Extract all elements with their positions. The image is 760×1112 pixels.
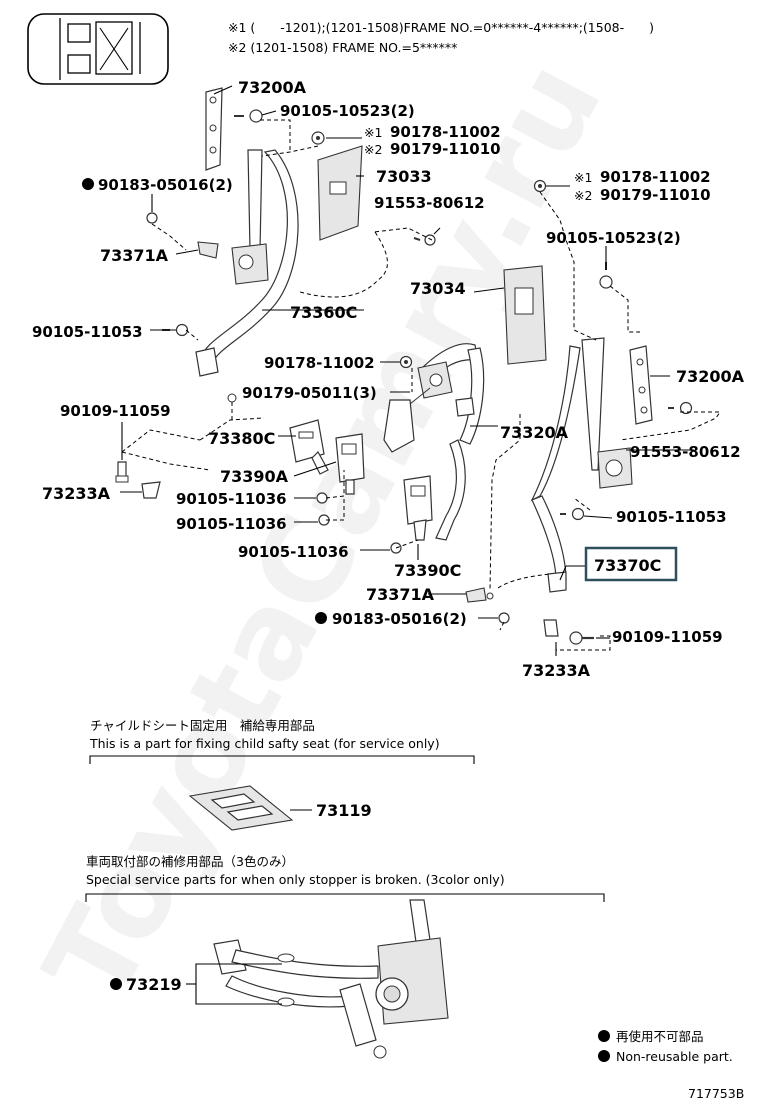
legend-text-en: Non-reusable part. — [616, 1049, 733, 1064]
bolt-90179-05011 — [227, 393, 237, 403]
part-label-90179-05011[interactable]: 90179-05011(3) — [242, 384, 377, 402]
shoulder-anchor-adjuster-left — [205, 87, 223, 171]
buckle-73390a — [335, 433, 365, 495]
screw-91553-right — [668, 401, 693, 415]
anchor-cover-73371a-top — [197, 241, 219, 259]
part-label-90179-top[interactable]: 90179-11010 — [390, 140, 501, 158]
stopper-section: 車両取付部の補修用部品（3色のみ） Special service parts … — [85, 854, 605, 1059]
part-label-73370c[interactable]: 73370C — [594, 556, 661, 575]
shoulder-anchor-adjuster-right — [629, 345, 653, 425]
part-label-73200a-right[interactable]: 73200A — [676, 367, 745, 386]
nut-90183-bottom — [498, 612, 510, 624]
legend-non-reusable-dot-1 — [598, 1030, 610, 1042]
leader-lines — [120, 85, 694, 656]
part-label-73320a[interactable]: 73320A — [500, 423, 569, 442]
diagram-code: 717753B — [688, 1086, 744, 1101]
bolt-top-left — [234, 109, 263, 123]
child-seat-section: チャイルドシート固定用 補給専用部品 This is a part for fi… — [89, 718, 475, 831]
bolt-90109-left — [115, 461, 129, 483]
part-label-73033[interactable]: 73033 — [376, 167, 432, 186]
part-label-73034[interactable]: 73034 — [410, 279, 466, 298]
outer-belt-right-73370c — [530, 337, 633, 593]
part-label-90105-11053-left[interactable]: 90105-11053 — [32, 323, 143, 341]
vehicle-seat-layout-icon — [27, 13, 169, 85]
part-label-90109-left[interactable]: 90109-11059 — [60, 402, 171, 420]
part-label-90105-11036-b[interactable]: 90105-11036 — [176, 515, 287, 533]
child-seat-caption-jp: チャイルドシート固定用 補給専用部品 — [90, 718, 315, 733]
non-reusable-marker-73219 — [110, 978, 122, 990]
part-label-91553-top[interactable]: 91553-80612 — [374, 194, 485, 212]
buckle-73380c — [289, 419, 329, 475]
part-label-73233a-left[interactable]: 73233A — [42, 484, 111, 503]
mark-note2-b: ※2 — [574, 188, 592, 203]
mark-note1-b: ※1 — [574, 170, 592, 185]
part-label-73360c[interactable]: 73360C — [290, 303, 357, 322]
bolt-90109-right — [569, 631, 594, 645]
part-label-73200a-top[interactable]: 73200A — [238, 78, 307, 97]
buckle-73390c — [403, 475, 433, 541]
center-pillar-panel-73034 — [503, 265, 547, 365]
legend: 再使用不可部品 Non-reusable part. — [598, 1029, 733, 1064]
stopper-caption-en: Special service parts for when only stop… — [86, 872, 505, 887]
legend-non-reusable-dot-2 — [598, 1050, 610, 1062]
stopper-caption-jp: 車両取付部の補修用部品（3色のみ） — [86, 854, 294, 869]
part-label-90105-10523-top[interactable]: 90105-10523(2) — [280, 102, 415, 120]
frame-note-1: ※1 ( -1201);(1201-1508)FRAME NO.=0******… — [228, 20, 654, 35]
bolt-90105-11053-right — [560, 507, 585, 521]
nut-90183-left — [146, 212, 158, 224]
part-label-90105-11036-c[interactable]: 90105-11036 — [238, 543, 349, 561]
part-label-73219[interactable]: 73219 — [126, 975, 182, 994]
child-seat-caption-en: This is a part for fixing child safty se… — [89, 736, 440, 751]
part-label-90178-mid[interactable]: 90178-11002 — [264, 354, 375, 372]
anchor-cover-73371a-bottom — [465, 587, 494, 603]
part-label-73119[interactable]: 73119 — [316, 801, 372, 820]
part-label-90105-11053-right[interactable]: 90105-11053 — [616, 508, 727, 526]
screw-91553-top — [413, 234, 436, 246]
anchor-cover-73233a-right — [543, 619, 559, 637]
part-label-73233a-right[interactable]: 73233A — [522, 661, 591, 680]
frame-note-2: ※2 (1201-1508) FRAME NO.=5****** — [228, 40, 457, 55]
part-label-90178-top[interactable]: 90178-11002 — [390, 123, 501, 141]
outer-belt-left — [195, 149, 299, 377]
part-label-73380c[interactable]: 73380C — [208, 429, 275, 448]
nut-90178-mid — [399, 355, 413, 369]
part-label-90105-11036-a[interactable]: 90105-11036 — [176, 490, 287, 508]
center-belt-73320a — [383, 343, 485, 541]
part-label-90179-right[interactable]: 90179-11010 — [600, 186, 711, 204]
part-label-91553-right[interactable]: 91553-80612 — [630, 443, 741, 461]
part-label-73390c[interactable]: 73390C — [394, 561, 461, 580]
mark-note2-a: ※2 — [364, 142, 382, 157]
anchor-cover-73233a-left — [141, 481, 161, 499]
non-reusable-marker-90183-top — [82, 178, 94, 190]
pillar-cover-73033 — [317, 145, 363, 241]
part-labels: 73200A 90105-10523(2) ※1 90178-11002 ※2 … — [32, 78, 745, 680]
nut-90178-right — [533, 179, 547, 193]
nut-top-left — [311, 131, 325, 145]
part-label-90109-right[interactable]: 90109-11059 — [612, 628, 723, 646]
legend-text-jp: 再使用不可部品 — [616, 1029, 704, 1044]
part-label-73390a[interactable]: 73390A — [220, 467, 289, 486]
assembly-boundary-lines — [121, 119, 721, 651]
belt-stopper-illustration — [213, 899, 449, 1059]
part-label-90183-bottom[interactable]: 90183-05016(2) — [332, 610, 467, 628]
mark-note1-a: ※1 — [364, 125, 382, 140]
part-label-90178-right[interactable]: 90178-11002 — [600, 168, 711, 186]
non-reusable-marker-90183-bottom — [315, 612, 327, 624]
part-label-73371a-bottom[interactable]: 73371A — [366, 585, 435, 604]
highlight-box-73370c — [584, 546, 678, 582]
child-seat-anchor-plate-73119 — [188, 785, 294, 831]
part-label-90105-10523-right[interactable]: 90105-10523(2) — [546, 229, 681, 247]
part-label-73371a-top[interactable]: 73371A — [100, 246, 169, 265]
part-label-90183-top[interactable]: 90183-05016(2) — [98, 176, 233, 194]
